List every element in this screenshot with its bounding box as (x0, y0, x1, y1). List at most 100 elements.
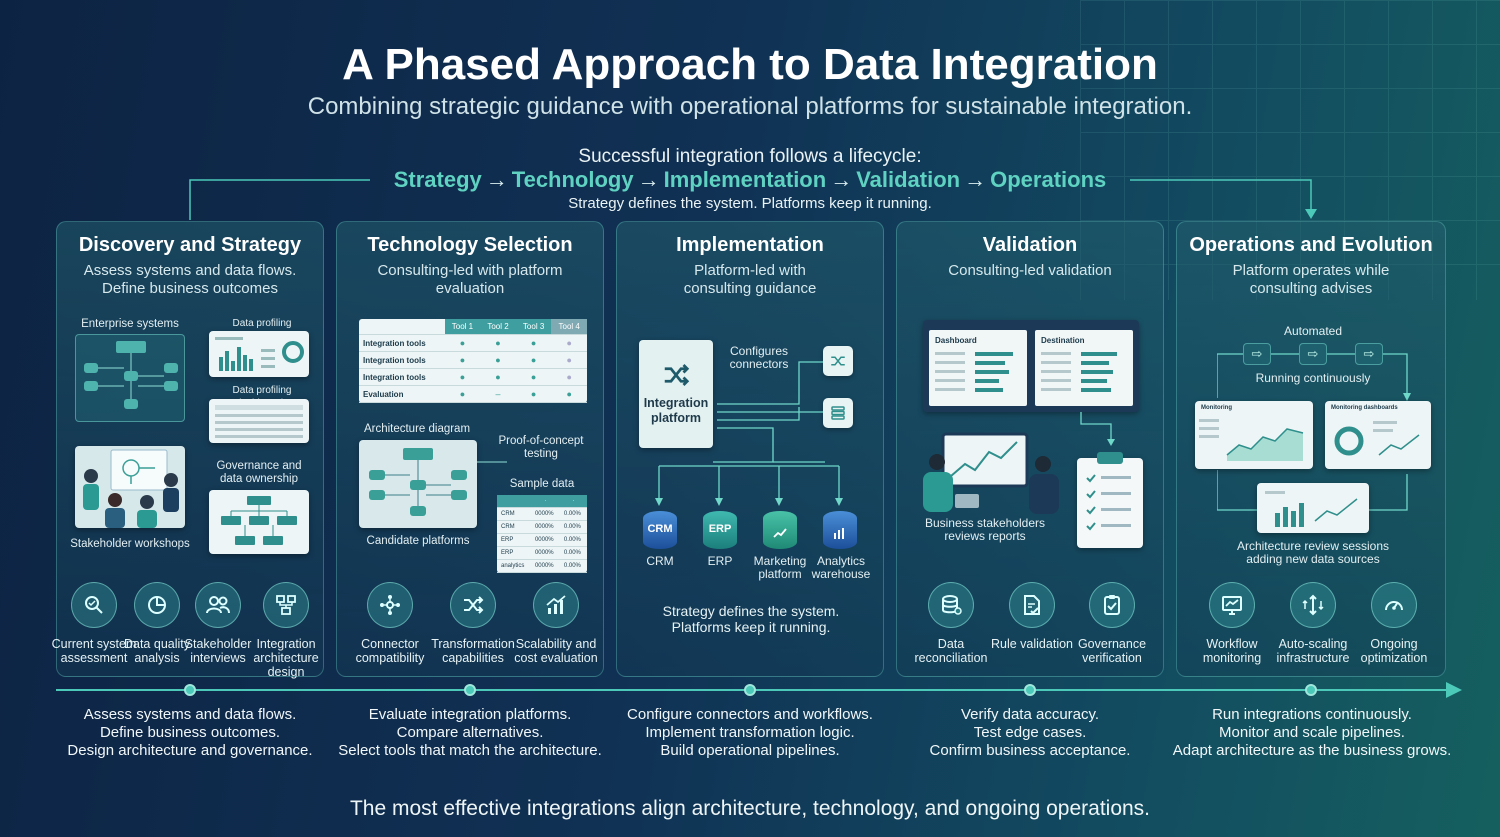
connector-lines (713, 361, 825, 463)
sample-value: 0000% (530, 559, 560, 573)
footer-statement: The most effective integrations align ar… (349, 797, 1151, 820)
description-line: Run integrations continuously. (1212, 706, 1412, 723)
capability-label: Connector compatibility (355, 637, 425, 665)
description-line: Design architecture and governance. (67, 742, 313, 759)
target-code: CRM (647, 523, 673, 535)
tool-row-label: Integration tools (359, 334, 445, 352)
governance-chart (209, 490, 309, 554)
visual-label: Architecture diagram (363, 423, 471, 435)
capability-label: Data reconciliation (914, 637, 988, 665)
architecture-diagram (359, 440, 477, 528)
connector-line (477, 461, 507, 463)
sample-value: 0.00% (559, 559, 587, 573)
capability-row: Data reconciliation Rule validation Gove… (897, 582, 1163, 682)
arrow-icon: → (637, 167, 660, 192)
capability-item: Stakeholder interviews (173, 582, 263, 665)
sample-row: ERP (497, 546, 531, 560)
capability-label: Current system assessment (51, 637, 137, 665)
capability-item: Data reconciliation (906, 582, 996, 665)
stakeholders-illustration (917, 428, 1067, 520)
panel-title: Discovery and Strategy (78, 234, 302, 256)
arrow-icon: → (830, 167, 853, 192)
lifecycle-step: Implementation (663, 167, 827, 192)
capability-row: Current system assessment Data quality a… (52, 582, 323, 682)
analytics-database-icon (823, 511, 857, 549)
panel-operations: Operations and Evolution Platform operat… (1176, 221, 1446, 677)
description-line: Assess systems and data flows. (83, 706, 297, 723)
panel-subtitle: Platform-led with consulting guidance (683, 262, 817, 297)
tool-header: Tool 4 (551, 319, 587, 335)
timeline-dot (464, 684, 476, 696)
visual-label: Governance and data ownership (216, 460, 302, 485)
visual-label: Sample data (509, 478, 575, 490)
panel-subtitle: Assess systems and data flows. Define bu… (83, 262, 297, 297)
description-line: Test edge cases. (973, 724, 1087, 741)
lifecycle-intro: Successful integration follows a lifecyc… (578, 146, 922, 167)
sample-row: CRM (497, 507, 531, 521)
capability-item: Rule validation (987, 582, 1077, 651)
timeline-dot (1305, 684, 1317, 696)
architecture-icon (263, 582, 309, 628)
capability-item: Transformation capabilities (428, 582, 518, 665)
visual-label: Running continuously (1255, 371, 1371, 385)
capability-label: Ongoing optimization (1360, 637, 1428, 665)
phase-description: Evaluate integration platforms. Compare … (320, 706, 620, 760)
panel-subtitle: Platform operates while consulting advis… (1232, 262, 1390, 297)
capability-label: Workflow monitoring (1202, 637, 1262, 665)
lifecycle-summary: Strategy defines the system. Platforms k… (568, 195, 932, 212)
capability-label: Transformation capabilities (431, 637, 515, 665)
autoscale-icon (1290, 582, 1336, 628)
timeline-dot (184, 684, 196, 696)
capability-item: Ongoing optimization (1349, 582, 1439, 665)
tool-row-label: Integration tools (359, 351, 445, 369)
description-line: Select tools that match the architecture… (338, 742, 602, 759)
tool-row-label: Integration tools (359, 368, 445, 386)
database-icon (928, 582, 974, 628)
capability-item: Scalability and cost evaluation (511, 582, 601, 665)
visual-label: Architecture review sessions adding new … (1236, 539, 1390, 566)
stack-icon (823, 398, 853, 428)
sample-value: 0.00% (559, 520, 587, 534)
sample-value: 0.00% (559, 507, 587, 521)
capability-item: Data quality analysis (112, 582, 202, 665)
profiling-dashboard (209, 331, 309, 377)
magnifier-icon (71, 582, 117, 628)
monitoring-dashboards-label: Monitoring dashboards (1331, 405, 1398, 411)
marketing-database-icon (763, 511, 797, 549)
panel-implementation: Implementation Platform-led with consult… (616, 221, 884, 677)
play-arrow-icon: ⇨ (1243, 343, 1271, 365)
lifecycle-step: Validation (856, 167, 961, 192)
validation-dashboard: Dashboard Destination (923, 320, 1139, 412)
sample-value: 0000% (530, 507, 560, 521)
description-line: Implement transformation logic. (645, 724, 855, 741)
description-line: Evaluate integration platforms. (368, 706, 572, 723)
target-label: Analytics warehouse (811, 554, 871, 581)
shuffle-icon (450, 582, 496, 628)
phase-description: Assess systems and data flows. Define bu… (40, 706, 340, 760)
phase-description: Run integrations continuously. Monitor a… (1160, 706, 1464, 760)
timeline-dot (744, 684, 756, 696)
sample-value: 0.00% (559, 533, 587, 547)
connector-icon (367, 582, 413, 628)
tool-row-label: Evaluation (359, 385, 445, 403)
workflow-monitor-icon (1209, 582, 1255, 628)
monitoring-label: Monitoring (1201, 405, 1232, 411)
target-label: CRM (646, 554, 674, 568)
timeline-dot (1024, 684, 1036, 696)
description-line: Configure connectors and workflows. (627, 706, 873, 723)
growth-chart-icon (533, 582, 579, 628)
destination-pane: Destination (1035, 330, 1133, 406)
capability-label: Governance verification (1077, 637, 1147, 665)
page-subtitle: Combining strategic guidance with operat… (307, 93, 1193, 120)
capability-item: Auto-scaling infrastructure (1268, 582, 1358, 665)
capability-item: Governance verification (1067, 582, 1157, 665)
lifecycle-steps: Strategy→Technology→Implementation→Valid… (0, 167, 1500, 193)
capability-item: Integration architecture design (241, 582, 331, 679)
target-label: Marketing platform (753, 554, 807, 581)
panel-title: Operations and Evolution (1189, 234, 1433, 256)
panel-title: Implementation (676, 234, 824, 256)
capability-label: Scalability and cost evaluation (514, 637, 598, 665)
visual-label: Candidate platforms (366, 535, 470, 547)
panel-technology: Technology Selection Consulting-led with… (336, 221, 604, 677)
tool-comparison-table: Tool 1 Tool 2 Tool 3 Tool 4 Integration … (359, 319, 587, 403)
